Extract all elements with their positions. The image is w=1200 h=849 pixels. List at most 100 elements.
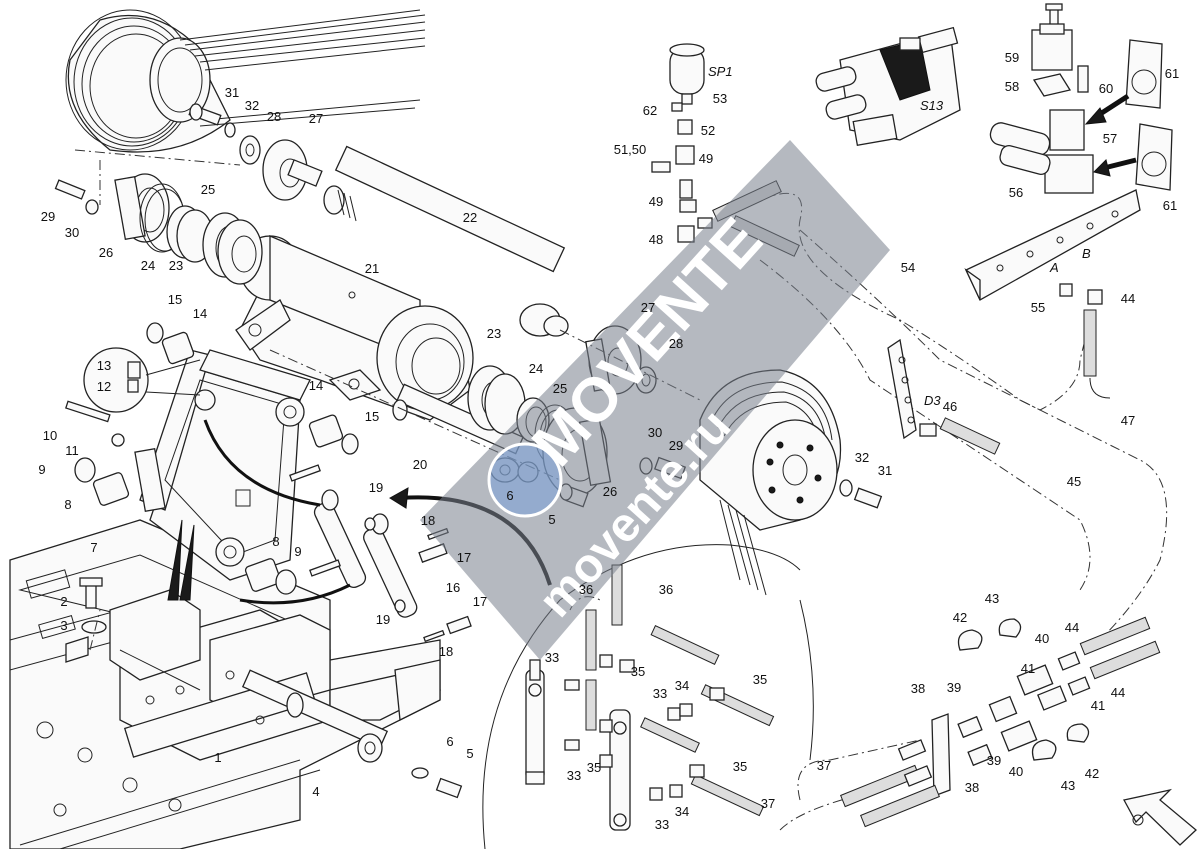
callout-35: 35 [733,759,747,774]
callout-33: 33 [655,817,669,832]
hydraulic-cylinders [289,464,472,643]
callout-60: 60 [1099,81,1113,96]
callout-23: 23 [169,258,183,273]
callout-41: 41 [1021,661,1035,676]
callout-15: 15 [365,409,379,424]
callout-23: 23 [487,326,501,341]
callout-29: 29 [669,438,683,453]
callout-14: 14 [309,378,323,393]
callout-45: 45 [1067,474,1081,489]
callout-28: 28 [669,336,683,351]
callout-10: 10 [43,428,57,443]
callout-19: 19 [376,612,390,627]
callout-27: 27 [309,111,323,126]
callout-36: 36 [579,582,593,597]
callout-6: 6 [446,734,453,749]
bearing-set-left [54,173,263,285]
parts-61 [1084,39,1173,191]
callout-43: 43 [1061,778,1075,793]
callout-9: 9 [294,544,301,559]
callout-31: 31 [225,85,239,100]
callout-12: 12 [97,379,111,394]
callout-7: 7 [90,540,97,555]
callout-6: 6 [506,488,513,503]
callout-8: 8 [64,497,71,512]
callout-15: 15 [168,292,182,307]
port-label-d3: D3 [924,393,941,408]
callout-37: 37 [817,758,831,773]
callout-25: 25 [201,182,215,197]
callout-24: 24 [529,361,543,376]
callout-4: 4 [312,784,319,799]
callout-5: 5 [466,746,473,761]
callout-35: 35 [587,760,601,775]
callout-32: 32 [855,450,869,465]
valve-manifold [964,3,1141,399]
callout-18: 18 [421,513,435,528]
orientation-arrow [1123,788,1197,846]
port-label-sp1: SP1 [708,64,733,79]
inset-detail-13-12 [83,347,201,413]
callout-36: 36 [659,582,673,597]
callout-61: 61 [1165,66,1179,81]
callout-44: 44 [1121,291,1135,306]
valve-block-s13 [815,26,961,147]
callout-16: 16 [446,580,460,595]
callout-25: 25 [553,381,567,396]
housing-21 [235,235,474,421]
callout-33: 33 [545,650,559,665]
callout-57: 57 [1103,131,1117,146]
callout-40: 40 [1009,764,1023,779]
callout-55: 55 [1031,300,1045,315]
callout-47: 47 [1121,413,1135,428]
callout-48: 48 [649,232,663,247]
top-pulley-belt [65,9,426,153]
callout-44: 44 [1111,685,1125,700]
shaft-22 [323,145,569,337]
callout-28: 28 [267,109,281,124]
callout-9: 9 [38,462,45,477]
callout-42: 42 [1085,766,1099,781]
right-pulley [639,369,883,596]
callout-39: 39 [987,753,1001,768]
callout-21: 21 [365,261,379,276]
callout-1: 1 [214,750,221,765]
callout-35: 35 [753,672,767,687]
pivot-frame-7 [134,349,311,581]
port-label-b: B [1082,246,1091,261]
callout-27: 27 [641,300,655,315]
callout-46: 46 [943,399,957,414]
port-label-s13: S13 [920,98,944,113]
callout-42: 42 [953,610,967,625]
callout-44: 44 [1065,620,1079,635]
callout-24: 24 [141,258,155,273]
callout-38: 38 [965,780,979,795]
hub-parts-top [188,103,323,201]
callout-38: 38 [911,681,925,696]
callout-51-50: 51,50 [614,142,647,157]
callout-26: 26 [603,484,617,499]
callout-41: 41 [1091,698,1105,713]
callout-43: 43 [985,591,999,606]
callout-53: 53 [713,91,727,106]
callout-35: 35 [631,664,645,679]
couplings-bottom-right [840,616,1161,828]
callout-52: 52 [701,123,715,138]
callout-34: 34 [675,678,689,693]
callout-61: 61 [1163,198,1177,213]
callout-2: 2 [60,594,67,609]
callout-3: 3 [60,618,67,633]
callout-13: 13 [97,358,111,373]
callout-17: 17 [473,594,487,609]
callout-49: 49 [699,151,713,166]
callout-5: 5 [548,512,555,527]
shaft-4 [241,669,463,799]
callout-22: 22 [463,210,477,225]
callout-37: 37 [761,796,775,811]
callout-17: 17 [457,550,471,565]
callout-20: 20 [413,457,427,472]
